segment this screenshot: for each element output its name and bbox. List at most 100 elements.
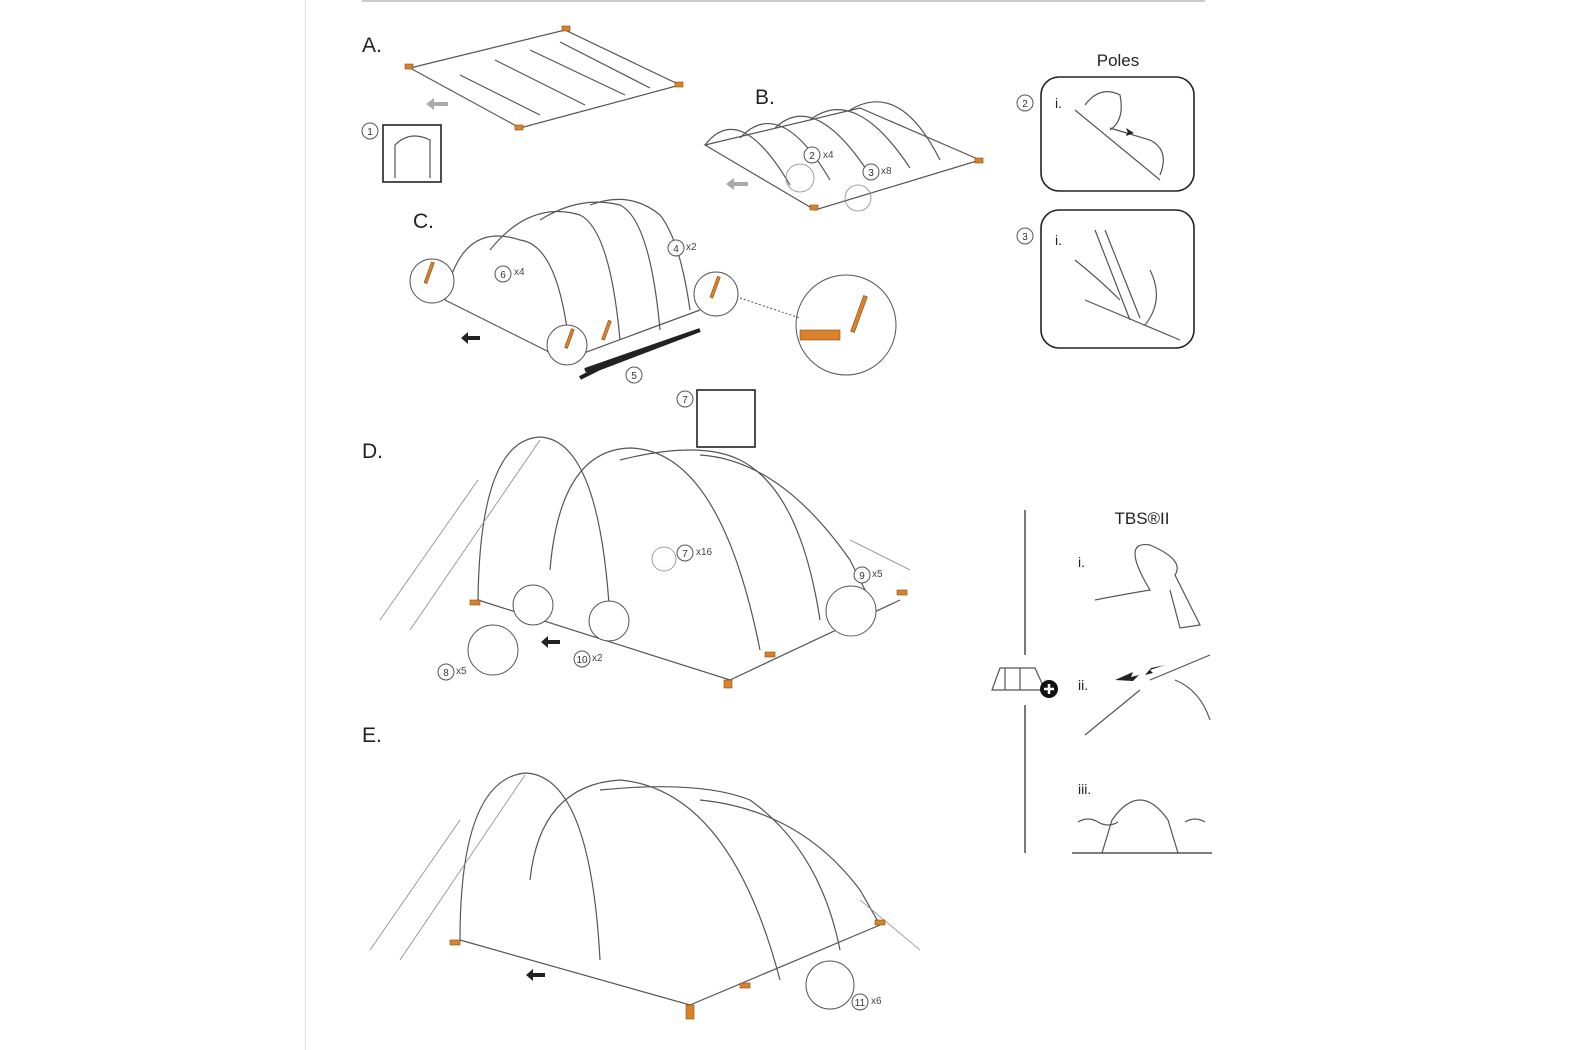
label-text: x2 — [686, 242, 697, 253]
illustration-line — [1044, 684, 1054, 694]
illustration-line — [459, 772, 601, 961]
illustration-line — [361, 122, 379, 140]
illustration-line — [579, 328, 701, 380]
page-margin-rule — [305, 0, 306, 1050]
illustration-line — [703, 107, 982, 211]
illustration-line — [1084, 654, 1211, 736]
illustration-line — [699, 454, 871, 601]
label-text: 2 — [1022, 99, 1028, 110]
illustration-line — [589, 198, 691, 311]
illustration-line — [437, 663, 455, 681]
illustration-line — [674, 81, 684, 88]
illustration-line — [477, 436, 611, 621]
illustration-line — [1115, 665, 1165, 681]
step-e-label: E. — [362, 724, 382, 747]
illustration-line — [1040, 209, 1195, 349]
illustration-line — [676, 390, 694, 408]
illustration-line — [549, 447, 761, 651]
step-b: B. 2 x4 3 x8 — [703, 86, 984, 212]
illustration-line — [739, 982, 751, 989]
illustration-line — [379, 479, 479, 621]
illustration-line — [851, 993, 869, 1011]
label-text: 3 — [868, 168, 874, 179]
direction-arrow-icon — [426, 98, 448, 110]
illustration-line — [1074, 229, 1181, 341]
illustration-line — [739, 297, 801, 319]
illustration-line — [704, 128, 791, 186]
tent-icon — [991, 667, 1046, 691]
illustration-line — [785, 163, 815, 193]
illustration-line — [1077, 818, 1206, 826]
label-text: 6 — [500, 270, 506, 281]
detail-box — [382, 124, 442, 183]
illustration-line — [559, 41, 651, 89]
step-d: D. 7 7 x16 9 x5 8 x5 10 x2 — [362, 389, 911, 689]
illustration-line — [467, 624, 519, 676]
illustration-line — [693, 271, 739, 317]
illustration-line — [849, 101, 941, 161]
illustration-line — [449, 939, 461, 946]
label-text: 8 — [443, 668, 449, 679]
illustration-line — [709, 275, 721, 299]
illustration-line — [667, 239, 685, 257]
step-c: C. 6 x4 4 x2 5 — [409, 198, 897, 384]
illustration-line — [619, 449, 821, 621]
label-text: 7 — [682, 549, 688, 560]
illustration-line — [859, 899, 921, 951]
label-text: i. — [1078, 554, 1085, 570]
illustration-line — [774, 115, 871, 176]
illustration-line — [404, 63, 414, 70]
illustration-line — [1074, 91, 1164, 181]
illustration-line — [526, 969, 545, 981]
illustration-line — [409, 439, 541, 631]
label-text: 4 — [673, 244, 679, 255]
groundsheet — [408, 29, 682, 129]
label-text: 5 — [631, 371, 637, 382]
illustration-line — [799, 329, 841, 341]
label-text: 7 — [682, 395, 688, 406]
step-d-label: D. — [362, 440, 383, 463]
illustration-line — [1110, 128, 1134, 136]
label-text: 3 — [1022, 232, 1028, 243]
label-text: i. — [1055, 95, 1062, 111]
illustration-line — [461, 332, 480, 344]
illustration-line — [809, 204, 819, 211]
illustration-line — [369, 819, 461, 951]
illustration-line — [764, 651, 776, 658]
label-text: x4 — [514, 267, 525, 278]
step-b-label: B. — [755, 86, 775, 109]
illustration-line — [529, 779, 781, 981]
step-a: A. 1 — [361, 25, 684, 183]
illustration-line — [494, 265, 512, 283]
illustration-line — [409, 258, 455, 304]
label-text: x2 — [592, 653, 603, 664]
illustration-line — [699, 799, 881, 926]
illustration-line — [541, 636, 560, 648]
illustration-line — [809, 109, 911, 169]
illustration-line — [539, 201, 661, 331]
illustration-line — [573, 650, 591, 668]
label-text: x8 — [881, 166, 892, 177]
illustration-line — [844, 184, 872, 212]
illustration-line — [874, 919, 886, 926]
label-text: x5 — [456, 666, 467, 677]
label-text: iii. — [1078, 781, 1091, 797]
illustration-line — [862, 163, 880, 181]
illustration-line — [1016, 227, 1034, 245]
illustration-line — [974, 157, 984, 164]
label-text: ii. — [1078, 677, 1088, 693]
poles-panel: Poles 2 i. 3 i. — [1016, 51, 1195, 349]
illustration-line — [514, 124, 524, 131]
illustration-line — [1016, 94, 1034, 112]
illustration-line — [850, 295, 868, 333]
step-c-label: C. — [413, 210, 434, 233]
illustration-line — [726, 178, 748, 190]
step-e: E. 11 x6 — [362, 724, 921, 1020]
illustration-line — [529, 49, 626, 96]
illustration-line — [795, 274, 897, 376]
label-text: x16 — [696, 547, 713, 558]
illustration-line — [625, 366, 643, 384]
label-text: x6 — [871, 996, 882, 1007]
illustration-line — [599, 786, 841, 951]
